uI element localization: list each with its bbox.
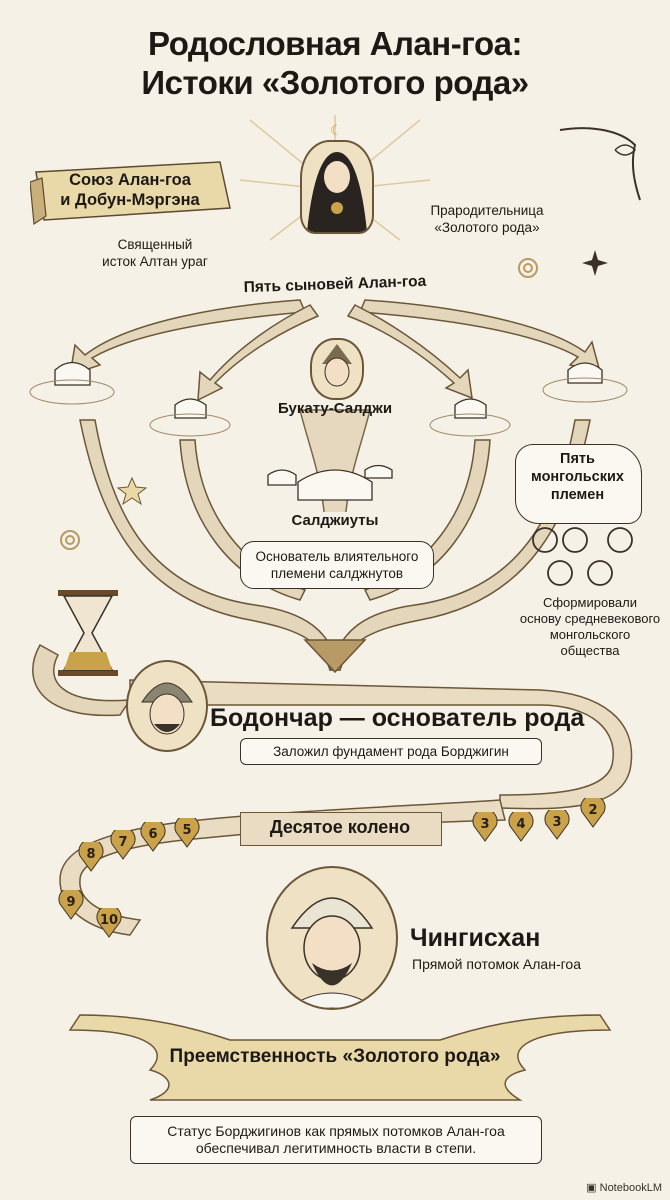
generation-badge: 3 — [544, 810, 570, 840]
helmet-warrior-icon — [128, 662, 206, 750]
bodonchar-title: Бодончар — основатель рода — [210, 704, 610, 733]
union-caption: Священный исток Алтан ураг — [80, 236, 230, 270]
generation-badge: 3 — [472, 812, 498, 842]
saljiuty-note: Основатель влиятельного племени салджнут… — [240, 541, 434, 589]
generation-badge: 6 — [140, 822, 166, 852]
bodonchar-portrait — [126, 660, 208, 752]
continuity-title: Преемственность «Золотого рода» — [140, 1046, 530, 1068]
genghis-name: Чингисхан — [410, 924, 540, 953]
generation-badge: 10 — [96, 908, 122, 938]
genghis-note: Прямой потомок Алан-гоа — [412, 956, 581, 972]
saljiuty-label: Салджиуты — [285, 512, 385, 529]
bukatu-label: Букату-Салджи — [270, 400, 400, 417]
alan-goa-portrait — [300, 140, 374, 234]
title-line-2: Истоки «Золотого рода» — [0, 63, 670, 102]
tribes-note: Сформировали основу средневекового монго… — [515, 595, 665, 659]
generation-badge: 9 — [58, 890, 84, 920]
title-line-1: Родословная Алан-гоа: — [0, 24, 670, 63]
generation-badge: 7 — [110, 830, 136, 860]
union-label: Союз Алан-гоа и Добун-Мэргэна — [40, 170, 220, 210]
generation-badge: 2 — [580, 798, 606, 828]
generation-badge: 5 — [174, 818, 200, 848]
warrior-head-icon — [312, 340, 362, 398]
tribes-title: Пять монгольских племен — [515, 450, 640, 504]
bodonchar-note: Заложил фундамент рода Борджигин — [240, 738, 542, 765]
page-title: Родословная Алан-гоа: Истоки «Золотого р… — [0, 24, 670, 102]
continuity-note: Статус Борджигинов как прямых потомков А… — [130, 1116, 542, 1164]
generation-label: Десятое колено — [240, 817, 440, 838]
ancestress-caption: Прародительница «Золотого рода» — [412, 202, 562, 236]
generation-badge: 8 — [78, 842, 104, 872]
hourglass-icon — [58, 590, 118, 676]
crescent-icon: ☾ — [330, 122, 343, 139]
bukatu-portrait — [310, 338, 364, 400]
notebooklm-watermark: ▣ NotebookLM — [586, 1181, 662, 1194]
generation-badge: 4 — [508, 812, 534, 842]
genghis-khan-icon — [268, 868, 396, 1008]
alan-goa-figure-icon — [302, 142, 372, 232]
notebook-icon: ▣ — [586, 1182, 599, 1194]
genghis-portrait — [266, 866, 398, 1010]
